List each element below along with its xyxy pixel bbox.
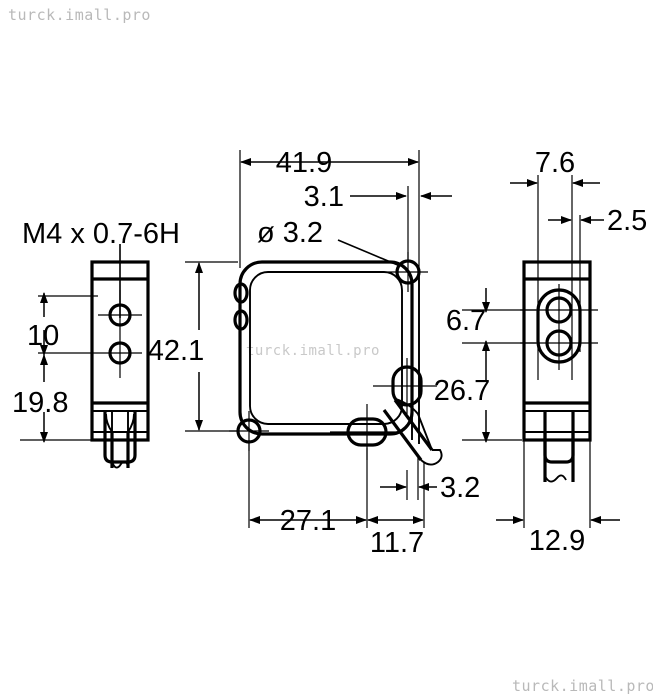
label-callout-dia-3-2: ø 3.2 <box>257 217 323 249</box>
front-view-left-bump-upper <box>233 282 249 304</box>
watermark-top-left: turck.imall.pro <box>8 6 151 24</box>
callout-dia-3-2-leader <box>337 239 401 267</box>
right-view-cable-break <box>544 474 567 483</box>
left-view-cable-break <box>111 460 129 469</box>
front-view-cable-edge-a <box>393 399 434 451</box>
right-view-body-outline <box>522 260 592 442</box>
label-dim-11-7: 11.7 <box>370 527 424 559</box>
label-dim-7-6: 7.6 <box>535 147 575 179</box>
label-dim-12-9: 12.9 <box>529 525 585 557</box>
right-side-view: 7.6 2.5 6.7 26.7 12.9 <box>434 147 648 557</box>
label-dim-42-1: 42.1 <box>148 335 204 367</box>
front-view-cable-contour <box>395 398 433 451</box>
left-view-cable-gland-body <box>103 410 137 464</box>
watermark-bottom-right: turck.imall.pro <box>512 677 653 695</box>
watermark-center: turck.imall.pro <box>246 343 380 359</box>
left-view-cable-gland-arc-left <box>105 413 113 433</box>
label-dim-6-7: 6.7 <box>446 305 486 337</box>
left-side-view: M4 x 0.7-6H 10 19.8 <box>12 218 180 469</box>
front-view-cable-tip <box>420 449 443 466</box>
front-view-cable-edge-b <box>382 409 423 461</box>
label-dim-2-5: 2.5 <box>607 205 647 237</box>
label-dim-19-8: 19.8 <box>12 387 68 419</box>
label-dim-41-9: 41.9 <box>276 147 332 179</box>
label-dim-3-1: 3.1 <box>304 181 344 213</box>
front-view-inner-face <box>249 271 403 425</box>
front-view-left-bump-lower <box>233 309 249 331</box>
label-dim-26-7: 26.7 <box>434 375 490 407</box>
label-m4-thread: M4 x 0.7-6H <box>22 218 180 250</box>
front-view: 41.9 3.1 ø 3.2 42.1 27.1 11.7 3.2 <box>148 147 481 559</box>
left-view-cable-gland-arc-right <box>127 413 135 433</box>
label-dim-10: 10 <box>27 320 59 352</box>
label-dim-27-1: 27.1 <box>280 505 336 537</box>
label-dim-3-2: 3.2 <box>440 472 480 504</box>
